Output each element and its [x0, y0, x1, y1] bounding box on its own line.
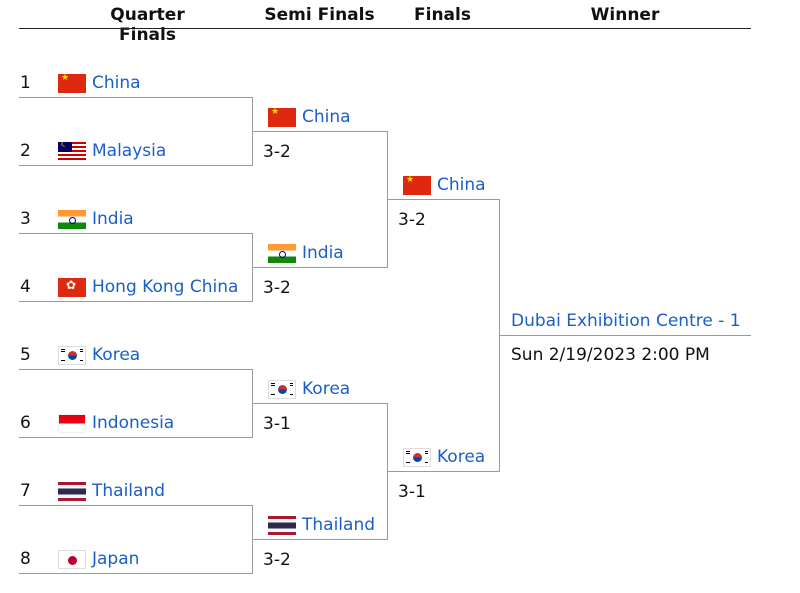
team-name[interactable]: Korea	[302, 379, 351, 399]
winner-datetime: Sun 2/19/2023 2:00 PM	[511, 345, 710, 365]
india-flag-icon	[58, 209, 86, 229]
final-line-1	[388, 199, 500, 200]
china-flag-icon	[403, 175, 431, 195]
header-winner: Winner	[590, 5, 660, 25]
sf-team-thailand[interactable]: Thailand	[268, 514, 375, 536]
qf-team-korea[interactable]: Korea	[58, 344, 140, 366]
seed-8: 8	[20, 549, 31, 569]
seed-6: 6	[20, 413, 31, 433]
sf-team-china[interactable]: China	[268, 106, 351, 128]
hong-kong-flag-icon	[58, 277, 86, 297]
header-divider	[19, 28, 751, 29]
china-flag-icon	[268, 107, 296, 127]
team-name[interactable]: Korea	[437, 447, 486, 467]
qf-line-7	[19, 505, 253, 506]
seed-2: 2	[20, 141, 31, 161]
seed-4: 4	[20, 277, 31, 297]
sf-line-4	[253, 539, 388, 540]
seed-3: 3	[20, 209, 31, 229]
connector-final	[499, 199, 500, 472]
qf-line-8	[19, 573, 253, 574]
sf-team-korea[interactable]: Korea	[268, 378, 350, 400]
team-name[interactable]: China	[302, 107, 351, 127]
qf-line-5	[19, 369, 253, 370]
korea-flag-icon	[58, 345, 86, 365]
qf-line-3	[19, 233, 253, 234]
indonesia-flag-icon	[58, 413, 86, 433]
sf-score-2: 3-2	[263, 278, 291, 298]
team-name[interactable]: China	[92, 73, 141, 93]
sf-line-3	[253, 403, 388, 404]
header-quarter-finals: Quarter Finals	[110, 5, 185, 45]
qf-line-4	[19, 301, 253, 302]
connector-qf-7-8	[252, 505, 253, 574]
malaysia-flag-icon	[58, 141, 86, 161]
qf-team-hong-kong[interactable]: Hong Kong China	[58, 276, 238, 298]
team-name[interactable]: India	[302, 243, 344, 263]
qf-team-japan[interactable]: Japan	[58, 548, 139, 570]
final-line-2	[388, 471, 500, 472]
connector-qf-5-6	[252, 369, 253, 438]
thailand-flag-icon	[58, 481, 86, 501]
sf-score-3: 3-1	[263, 414, 291, 434]
thailand-flag-icon	[268, 515, 296, 535]
qf-team-malaysia[interactable]: Malaysia	[58, 140, 166, 162]
india-flag-icon	[268, 243, 296, 263]
final-team-korea[interactable]: Korea	[403, 446, 485, 468]
china-flag-icon	[58, 73, 86, 93]
team-name[interactable]: Japan	[92, 549, 140, 569]
team-name[interactable]: Thailand	[92, 481, 166, 501]
sf-score-4: 3-2	[263, 550, 291, 570]
header-semi-finals: Semi Finals	[264, 5, 375, 25]
connector-qf-3-4	[252, 233, 253, 302]
team-name[interactable]: India	[92, 209, 134, 229]
header-finals: Finals	[414, 5, 471, 25]
qf-team-thailand[interactable]: Thailand	[58, 480, 165, 502]
qf-line-1	[19, 97, 253, 98]
seed-1: 1	[20, 73, 31, 93]
korea-flag-icon	[403, 447, 431, 467]
qf-line-2	[19, 165, 253, 166]
qf-team-china[interactable]: China	[58, 72, 141, 94]
team-name[interactable]: Malaysia	[92, 141, 167, 161]
sf-line-1	[253, 131, 388, 132]
team-name[interactable]: Indonesia	[92, 413, 175, 433]
japan-flag-icon	[58, 549, 86, 569]
qf-team-india[interactable]: India	[58, 208, 134, 230]
sf-team-india[interactable]: India	[268, 242, 344, 264]
team-name[interactable]: Hong Kong China	[92, 277, 239, 297]
connector-qf-1-2	[252, 97, 253, 166]
sf-score-1: 3-2	[263, 142, 291, 162]
seed-7: 7	[20, 481, 31, 501]
winner-line	[500, 335, 751, 336]
team-name[interactable]: Thailand	[302, 515, 376, 535]
qf-line-6	[19, 437, 253, 438]
connector-sf-1-2	[387, 131, 388, 268]
korea-flag-icon	[268, 379, 296, 399]
team-name[interactable]: Korea	[92, 345, 141, 365]
final-score-1: 3-2	[398, 210, 426, 230]
connector-sf-3-4	[387, 403, 388, 540]
final-score-2: 3-1	[398, 482, 426, 502]
final-team-china[interactable]: China	[403, 174, 486, 196]
qf-team-indonesia[interactable]: Indonesia	[58, 412, 174, 434]
winner-venue-link[interactable]: Dubai Exhibition Centre - 1	[511, 311, 741, 331]
sf-line-2	[253, 267, 388, 268]
seed-5: 5	[20, 345, 31, 365]
team-name[interactable]: China	[437, 175, 486, 195]
